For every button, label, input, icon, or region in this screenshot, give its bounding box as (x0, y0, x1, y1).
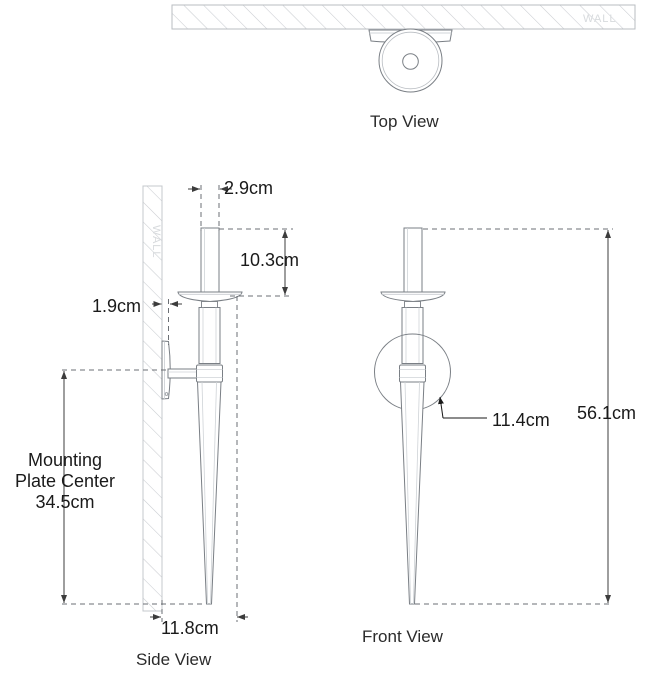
dimension-mounting-plate-center: Mounting Plate Center 34.5cm (2, 450, 128, 514)
front-view-group (374, 227, 451, 605)
front-view-label: Front View (362, 627, 443, 646)
side-view-center-ring (196, 364, 223, 383)
side-view-tapered-stem (196, 381, 222, 605)
side-view-group: WALL (142, 185, 243, 612)
mounting-plate-center-line-3: 34.5cm (35, 492, 95, 513)
front-view-dimensions (415, 228, 613, 605)
dimension-candle-height: 10.3cm (240, 250, 300, 270)
dimension-backplate-depth: 1.9cm (92, 296, 142, 316)
mounting-plate-center-line-2: Plate Center (14, 471, 116, 492)
top-view-wall: WALL (171, 4, 636, 30)
dimension-overall-height: 56.1cm (577, 403, 637, 423)
top-view-group: WALL (171, 4, 636, 93)
side-view-bobeche (177, 291, 243, 303)
dimension-candle-diameter: 2.9cm (224, 178, 274, 198)
front-view-bobeche (380, 291, 446, 303)
side-view-label: Side View (136, 650, 212, 669)
dimension-backplate-diameter: 11.4cm (492, 410, 550, 430)
side-view-wall-label: WALL (150, 225, 162, 259)
dimension-overall-projection: 11.8cm (161, 618, 219, 638)
front-view-center-ring (399, 364, 426, 383)
front-view-candle (403, 227, 423, 294)
side-view-upper-collar (198, 301, 221, 364)
top-view-label: Top View (370, 112, 439, 131)
front-view-tapered-stem (399, 381, 425, 605)
mounting-plate-center-line-1: Mounting (27, 450, 103, 470)
side-view-candle (200, 227, 220, 294)
front-view-upper-collar (401, 301, 424, 364)
side-view-dimensions (61, 185, 293, 622)
top-view-wall-label: WALL (583, 13, 617, 25)
top-view-backplate-disc (378, 28, 443, 93)
